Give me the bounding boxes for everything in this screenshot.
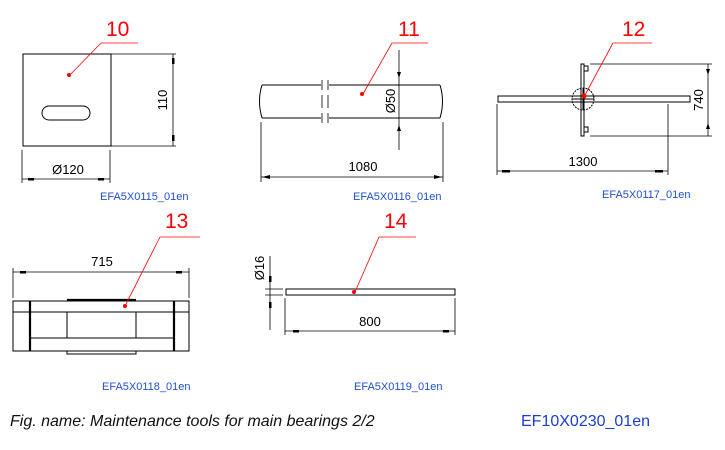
part-11-length-dim: 1080	[349, 159, 378, 174]
part-14-callout: 14	[384, 210, 408, 233]
part-13-length-dim: 715	[91, 254, 113, 269]
part-12: 740 1300 12 EFA5X0117_01en	[496, 18, 712, 201]
part-10-height-dim: 110	[155, 90, 170, 111]
plate-outline	[22, 53, 112, 147]
part-12-callout: 12	[622, 18, 645, 41]
shaft-outline	[262, 84, 440, 119]
part-10-width-dim: Ø120	[52, 162, 84, 177]
part-13-ref: EFA5X0118_01en	[102, 381, 190, 393]
break-lines	[321, 80, 329, 123]
part-13: 715 13 EFA5X0118_01en	[12, 210, 200, 393]
figure-caption: Fig. name: Maintenance tools for main be…	[10, 413, 375, 430]
part-10-callout: 10	[106, 18, 129, 41]
part-12-length-dim: 1300	[569, 154, 598, 169]
part-10: 110 Ø120 10 EFA5X0115_01en	[21, 18, 188, 203]
part-11-callout: 11	[398, 18, 420, 41]
rod-outline	[285, 288, 456, 296]
part-11-ref: EFA5X0116_01en	[353, 191, 441, 203]
frame-outline	[12, 300, 190, 352]
part-12-height-dim: 740	[691, 89, 706, 111]
part-11-diameter-dim: Ø50	[383, 89, 398, 114]
vertical-bar	[580, 63, 585, 137]
part-14: Ø16 800 14 EFA5X0119_01en	[252, 210, 456, 393]
figure-reference: EF10X0230_01en	[521, 413, 650, 430]
part-11: Ø50 1080 11 EFA5X0116_01en	[259, 18, 444, 203]
part-13-callout: 13	[165, 210, 188, 233]
part-14-ref: EFA5X0119_01en	[354, 381, 442, 393]
slot-hole	[41, 105, 91, 121]
part-14-length-dim: 800	[359, 314, 381, 329]
part-10-ref: EFA5X0115_01en	[100, 191, 188, 203]
part-12-ref: EFA5X0117_01en	[602, 189, 690, 201]
part-14-diameter-dim: Ø16	[252, 256, 267, 281]
cross-bar	[497, 95, 691, 103]
